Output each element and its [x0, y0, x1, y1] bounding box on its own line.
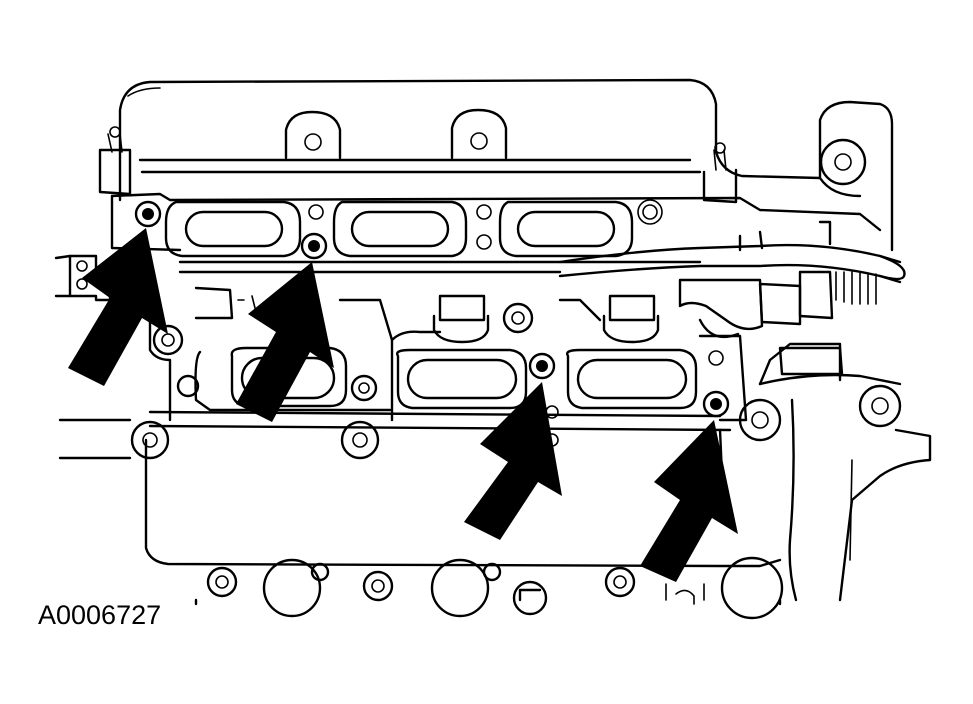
cam-cover — [98, 78, 894, 252]
figure-id-label: A0006727 — [38, 600, 162, 630]
arrow-stud-1 — [68, 228, 168, 386]
upper-port-flange — [110, 192, 882, 274]
callout-arrows — [68, 228, 738, 582]
arrow-stud-4 — [640, 420, 738, 582]
manifold-studs — [134, 200, 730, 418]
arrow-stud-3 — [464, 382, 562, 540]
lower-port-flange — [148, 286, 748, 447]
arrow-stud-2 — [236, 262, 334, 422]
